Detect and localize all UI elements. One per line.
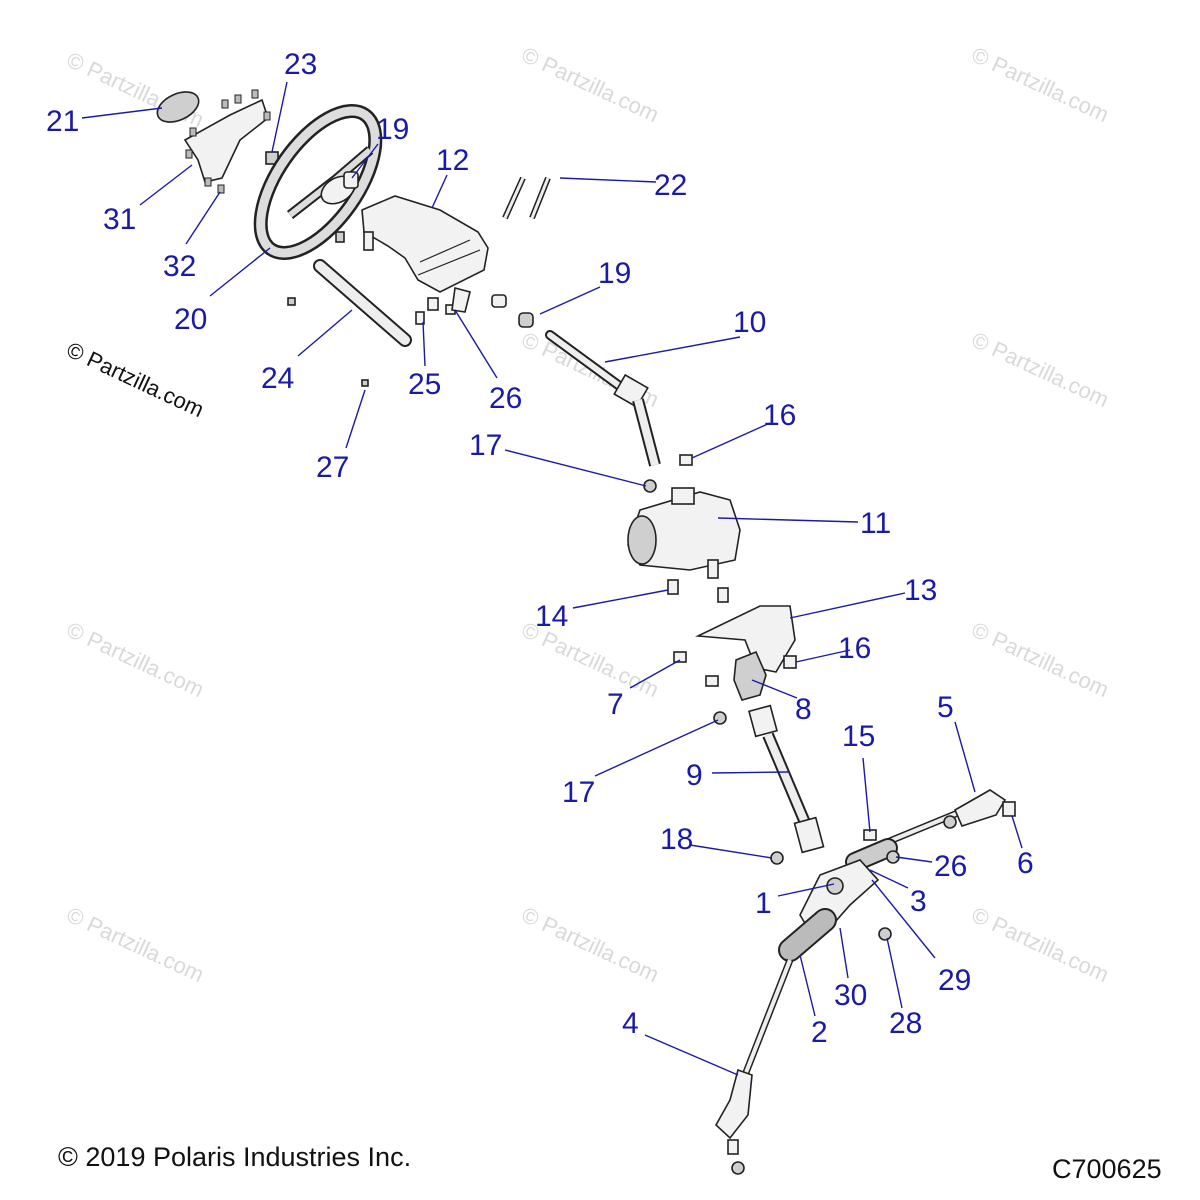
callout-18: 18 [660,823,693,856]
bolt-part [673,651,687,663]
callout-9: 9 [686,759,703,792]
callout-17: 17 [469,429,502,462]
watermark: © Partzilla.com [968,902,1113,987]
long-bolts-part [502,176,551,220]
watermark: © Partzilla.com [518,902,663,987]
bolt-part [679,454,693,466]
small-nut-part [361,379,369,387]
copyright-text: © 2019 Polaris Industries Inc. [58,1142,411,1172]
callout-16: 16 [763,399,796,432]
nut-part [770,851,784,865]
callout-15: 15 [842,720,875,753]
callout-10: 10 [733,306,766,339]
callout-29: 29 [938,964,971,997]
bushing-part [491,294,507,308]
steering-wheel-part [253,104,383,260]
watermark: © Partzilla.com [518,42,663,127]
callout-28: 28 [889,1007,922,1040]
callout-2: 2 [811,1016,828,1049]
callout-6: 6 [1017,847,1034,880]
nut-part [713,711,727,725]
bolt-part [717,587,729,603]
callout-19: 19 [376,113,409,146]
diagram-code: C700625 [1052,1154,1162,1184]
callout-32: 32 [163,250,196,283]
callout-13: 13 [904,574,937,607]
fastener-part [427,297,439,311]
small-screw-part [335,231,345,243]
callout-20: 20 [174,303,207,336]
fastener-part [415,311,425,325]
callout-11: 11 [860,507,891,540]
lower-shaft-part [748,704,825,854]
callout-7: 7 [607,688,624,721]
watermark: © Partzilla.com [63,47,208,132]
callout-21: 21 [46,105,79,138]
watermark-layer: © Partzilla.com © Partzilla.com © Partzi… [63,42,1113,987]
steering-column-support-part [361,195,489,293]
callout-30: 30 [834,979,867,1012]
callout-14: 14 [535,600,568,633]
power-steering-unit-part [627,487,741,579]
leader-lines [81,81,1023,1076]
watermark: © Partzilla.com [968,42,1113,127]
callout-5: 5 [937,691,954,724]
small-nut-part [287,297,296,306]
fastener-part [451,286,471,313]
watermark: © Partzilla.com [968,617,1113,702]
bushing-part [518,312,534,328]
callout-16: 16 [838,632,871,665]
hub-screws [185,89,271,194]
intermediate-shaft-part [545,330,661,467]
nut-part [878,927,892,941]
callout-labels: 21 23 19 12 22 31 32 20 19 24 25 26 10 2… [46,48,1034,1049]
watermark: © Partzilla.com [63,617,208,702]
parts-layer [156,89,1016,1175]
nut-part [943,815,957,829]
boot-part [733,650,767,701]
callout-24: 24 [261,362,294,395]
callout-3: 3 [910,885,927,918]
steering-hub-bracket-part [183,98,269,183]
watermark: © Partzilla.com [968,327,1113,412]
callout-25: 25 [408,368,441,401]
callout-27: 27 [316,451,349,484]
callout-22: 22 [654,169,687,202]
callout-23: 23 [284,48,317,81]
callout-26: 26 [934,850,967,883]
steering-rack-part [778,838,898,962]
callout-19: 19 [598,257,631,290]
bushing-part [343,171,359,189]
partzilla-credit: © Partzilla.com [63,337,208,422]
callout-26: 26 [489,382,522,415]
column-pin-part [363,231,374,251]
bolt-part [667,579,679,595]
callout-1: 1 [755,887,772,920]
callout-8: 8 [795,693,812,726]
left-tie-rod-part [714,958,794,1175]
watermark: © Partzilla.com [63,902,208,987]
gas-strut-part [313,259,412,347]
steering-cap-part [156,91,200,123]
callout-4: 4 [622,1007,639,1040]
callout-12: 12 [436,144,469,177]
callout-17: 17 [562,776,595,809]
callout-31: 31 [103,203,136,236]
bolt-part [783,655,797,669]
bolt-part [705,675,719,687]
